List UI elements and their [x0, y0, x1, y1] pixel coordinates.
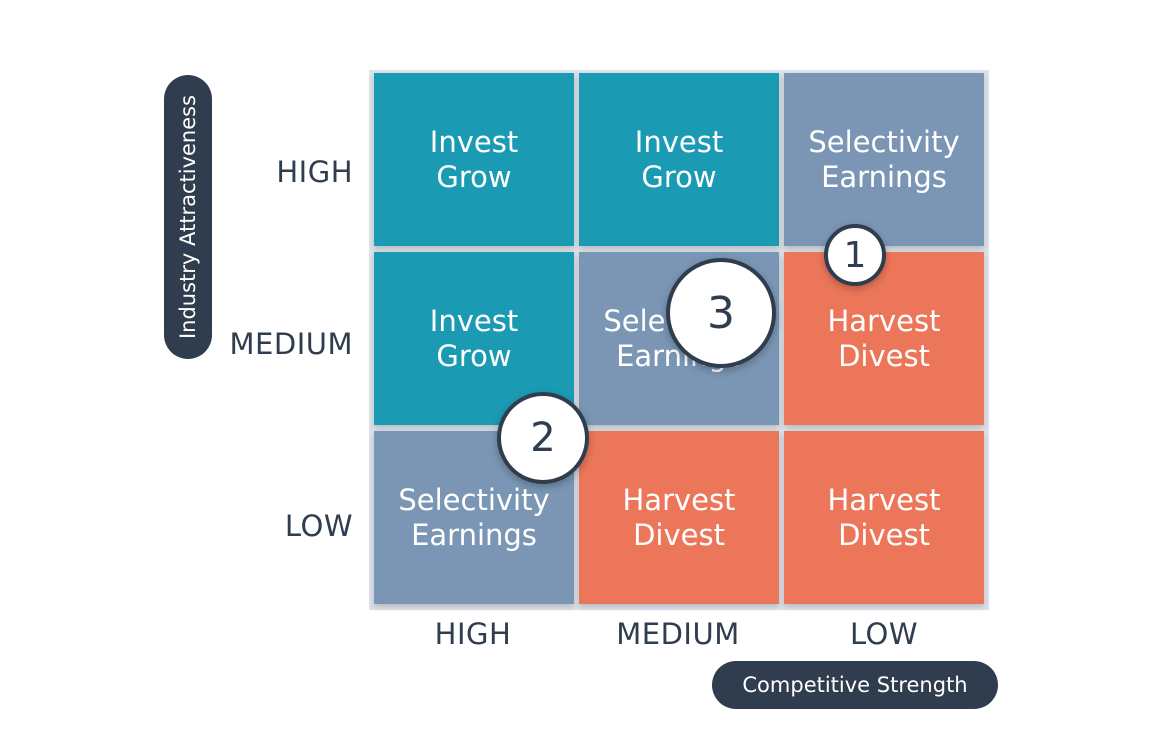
cell-line1: Harvest — [622, 482, 736, 517]
cell-low-medium: Harvest Divest — [579, 431, 779, 604]
col-label-medium: MEDIUM — [616, 617, 740, 651]
cell-line1: Selectivity — [808, 124, 960, 159]
x-axis-title: Competitive Strength — [712, 661, 998, 709]
row-label-high: HIGH — [276, 155, 353, 189]
cell-line2: Divest — [633, 517, 725, 552]
cell-line1: Selectivity — [398, 482, 550, 517]
x-axis-title-text: Competitive Strength — [742, 673, 968, 697]
col-label-high: HIGH — [434, 617, 512, 651]
cell-line1: Invest — [429, 303, 519, 338]
cell-line1: Harvest — [827, 303, 941, 338]
cell-line2: Divest — [838, 338, 930, 373]
cell-line2: Grow — [436, 338, 512, 373]
row-label-low: LOW — [284, 509, 353, 543]
cell-high-medium: Invest Grow — [579, 73, 779, 246]
position-marker-1: 1 — [824, 224, 886, 286]
ge-matrix-grid: Invest Grow Invest Grow Selectivity Earn… — [369, 70, 989, 610]
cell-line1: Harvest — [827, 482, 941, 517]
cell-line2: Earnings — [821, 159, 947, 194]
cell-line1: Invest — [429, 124, 519, 159]
position-marker-3: 3 — [666, 258, 776, 368]
cell-line1: Invest — [634, 124, 724, 159]
cell-low-low: Harvest Divest — [784, 431, 984, 604]
cell-medium-low: Harvest Divest — [784, 252, 984, 425]
y-axis-title-text: Industry Attractiveness — [176, 94, 201, 340]
cell-high-low: Selectivity Earnings — [784, 73, 984, 246]
row-label-medium: MEDIUM — [229, 327, 353, 361]
cell-line2: Grow — [641, 159, 717, 194]
cell-line2: Divest — [838, 517, 930, 552]
cell-line2: Earnings — [411, 517, 537, 552]
y-axis-title: Industry Attractiveness — [164, 75, 212, 359]
position-marker-2: 2 — [497, 392, 589, 484]
cell-line2: Grow — [436, 159, 512, 194]
col-label-low: LOW — [849, 617, 919, 651]
cell-high-high: Invest Grow — [374, 73, 574, 246]
